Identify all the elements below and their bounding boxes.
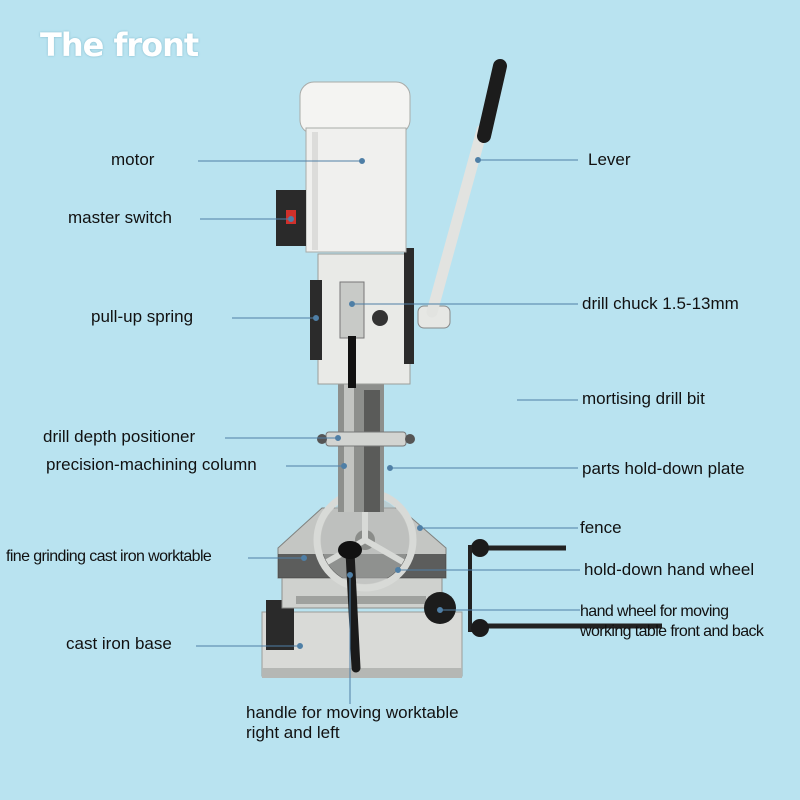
- label-precision-column: precision-machining column: [46, 455, 257, 474]
- label-drill-depth-positioner: drill depth positioner: [43, 427, 196, 446]
- leader-lines: [196, 157, 580, 704]
- cast-iron-base-shape: [261, 600, 463, 678]
- label-lever: Lever: [588, 150, 631, 169]
- motor-shape: [276, 81, 411, 253]
- left-right-handle-shape: [338, 541, 362, 673]
- label-hold-down-hand-wheel: hold-down hand wheel: [584, 560, 755, 579]
- column-shape: [317, 382, 415, 512]
- lever-shape: [426, 59, 507, 318]
- hold-down-hand-wheel-shape: [313, 488, 417, 592]
- label-mortising-drill-bit: mortising drill bit: [582, 389, 705, 408]
- label-handle-line1: handle for moving worktable: [246, 703, 459, 722]
- label-handle-line2: right and left: [246, 723, 340, 742]
- label-drill-chuck: drill chuck 1.5-13mm: [582, 294, 739, 313]
- label-front-back-line1: hand wheel for moving: [580, 603, 729, 620]
- diagram-title: The front: [40, 26, 199, 64]
- label-master-switch: master switch: [68, 208, 172, 227]
- label-fence: fence: [580, 518, 622, 537]
- machine-illustration: [261, 59, 662, 678]
- label-cast-iron-base: cast iron base: [66, 634, 172, 653]
- label-front-back-line2: working table front and back: [580, 623, 764, 640]
- label-pull-up-spring: pull-up spring: [91, 307, 194, 326]
- head-carriage-shape: [310, 248, 451, 388]
- label-motor: motor: [111, 150, 155, 169]
- label-parts-hold-down-plate: parts hold-down plate: [582, 459, 745, 478]
- label-worktable: fine grinding cast iron worktable: [6, 548, 212, 565]
